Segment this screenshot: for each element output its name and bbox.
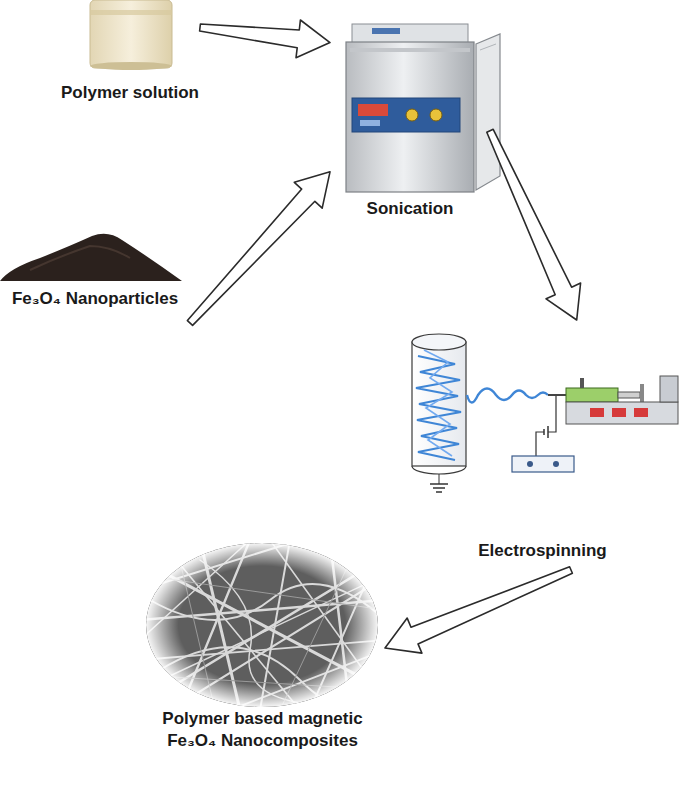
powder-illustration xyxy=(0,234,182,281)
step-node: Electrospinning xyxy=(400,320,685,570)
step-label: Polymer solution xyxy=(60,82,200,104)
step-node: Sonication xyxy=(330,18,490,223)
powder-texture xyxy=(30,246,130,270)
sonicator-illustration xyxy=(346,24,500,192)
sem-image xyxy=(140,540,385,710)
electrospinning-illustration xyxy=(412,334,678,492)
control-panel xyxy=(352,98,460,132)
power-supply xyxy=(512,456,574,472)
button xyxy=(360,120,380,126)
step-node: Fe₃O₄ Nanoparticles xyxy=(0,228,190,328)
sonicator-trim xyxy=(350,48,470,52)
collector-drum xyxy=(412,342,466,466)
drum-top xyxy=(412,334,466,350)
step-node: Polymer solution xyxy=(60,0,200,110)
sonicator-lid xyxy=(352,24,468,44)
ground-wire xyxy=(439,474,440,484)
nanofibers xyxy=(140,540,385,710)
beaker-body xyxy=(90,0,172,68)
display xyxy=(358,104,388,116)
polymer-jet xyxy=(467,389,548,403)
drum-bottom xyxy=(412,466,466,474)
brand-plate xyxy=(372,28,400,34)
hv-wire xyxy=(548,396,556,432)
pump-block xyxy=(660,376,678,402)
pump-display xyxy=(612,408,626,417)
pump-display xyxy=(590,408,604,417)
powder-pile xyxy=(0,234,182,281)
background-fibers xyxy=(140,540,385,710)
flow-arrow xyxy=(187,172,330,326)
step-node: Polymer based magnetic Fe₃O₄ Nanocomposi… xyxy=(140,540,385,780)
terminal xyxy=(553,461,559,467)
beaker-illustration xyxy=(90,0,172,70)
beaker-base xyxy=(90,62,172,70)
syringe xyxy=(566,388,618,402)
syringe-clamp xyxy=(580,378,584,388)
ground-symbol xyxy=(433,487,445,489)
sem-vignette xyxy=(146,543,378,707)
lid-edge xyxy=(480,44,496,50)
knob xyxy=(430,109,442,121)
deposited-fibers xyxy=(424,350,452,456)
sonicator-body xyxy=(346,42,474,192)
terminal xyxy=(527,461,533,467)
flow-arrow xyxy=(487,129,581,320)
open-lid xyxy=(476,34,500,190)
sem-background xyxy=(140,540,385,710)
knob xyxy=(406,109,418,121)
syringe-pump xyxy=(566,402,678,424)
needle xyxy=(548,394,566,396)
hv-wire xyxy=(536,432,544,456)
deposited-fibers xyxy=(416,356,461,460)
ground-symbol xyxy=(430,483,448,485)
pump-display xyxy=(634,408,648,417)
beaker-liquid-line xyxy=(90,10,172,15)
step-label: Sonication xyxy=(330,198,490,220)
battery-symbol xyxy=(547,426,549,438)
step-label: Fe₃O₄ Nanoparticles xyxy=(0,288,190,310)
step-label: Electrospinning xyxy=(400,540,685,562)
flow-arrow xyxy=(385,567,572,653)
flow-arrow xyxy=(200,20,330,58)
plunger xyxy=(618,392,640,398)
step-label: Polymer based magnetic Fe₃O₄ Nanocomposi… xyxy=(140,708,385,752)
ground-symbol xyxy=(436,491,442,493)
